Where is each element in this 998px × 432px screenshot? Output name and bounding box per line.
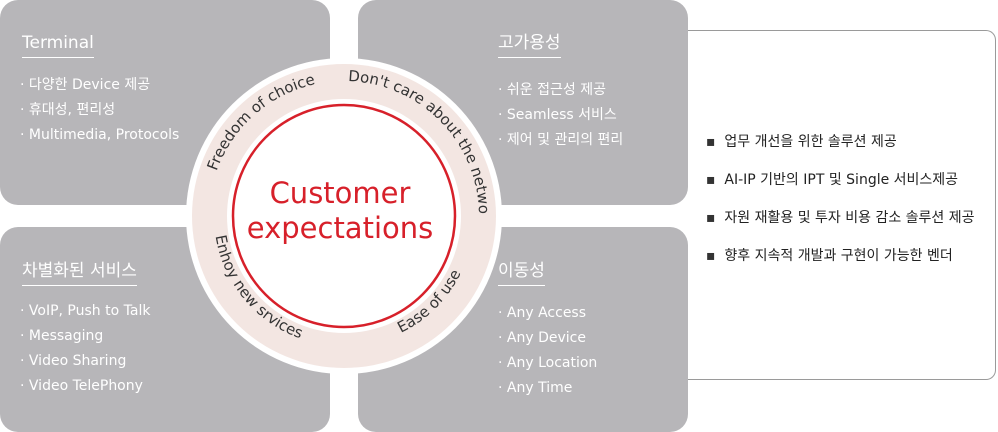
quadrant-differentiated-services: 차별화된 서비스 VoIP, Push to Talk Messaging Vi…	[0, 227, 330, 432]
quadrant-list: 쉬운 접근성 제공 Seamless 서비스 제어 및 관리의 편리	[498, 78, 623, 153]
list-item: 쉬운 접근성 제공	[498, 78, 623, 103]
list-item: Any Device	[498, 326, 597, 351]
quadrant-availability: 고가용성 쉬운 접근성 제공 Seamless 서비스 제어 및 관리의 편리	[358, 0, 688, 205]
list-item: 제어 및 관리의 편리	[498, 128, 623, 153]
center-title-line2: expectations	[247, 211, 434, 245]
quadrant-title-text: 이동성	[498, 261, 545, 281]
list-item: 자원 재활용 및 투자 비용 감소 솔루션 제공	[706, 199, 974, 237]
list-item: Any Location	[498, 351, 597, 376]
center-title-line1: Customer	[270, 176, 411, 210]
quadrant-list: 다양한 Device 제공 휴대성, 편리성 Multimedia, Proto…	[20, 73, 179, 148]
list-item: 다양한 Device 제공	[20, 73, 179, 98]
quadrant-title: 이동성	[498, 263, 545, 286]
list-item: VoIP, Push to Talk	[20, 299, 151, 324]
quadrant-title: 고가용성	[498, 35, 561, 58]
quadrant-title: 차별화된 서비스	[22, 263, 137, 286]
title-underline	[22, 285, 137, 286]
list-item: Messaging	[20, 324, 150, 349]
quadrant-list: VoIP, Push to Talk Messaging Video Shari…	[20, 299, 151, 399]
list-item: Video TelePhony	[20, 374, 150, 399]
list-item: Video Sharing	[20, 349, 150, 374]
inner-circle	[227, 99, 461, 333]
title-underline	[498, 57, 561, 58]
benefits-list: 업무 개선을 위한 솔루션 제공 AI-IP 기반의 IPT 및 Single …	[706, 123, 975, 275]
quadrant-title: Terminal	[22, 35, 94, 58]
list-item: 향후 지속적 개발과 구현이 가능한 벤더	[706, 237, 975, 275]
quadrant-title-text: 차별화된 서비스	[22, 261, 137, 281]
quadrant-title-text: Terminal	[22, 33, 94, 53]
list-item: Any Time	[498, 376, 597, 401]
benefits-panel: 업무 개선을 위한 솔루션 제공 AI-IP 기반의 IPT 및 Single …	[688, 30, 996, 380]
list-item: 휴대성, 편리성	[20, 98, 179, 123]
quadrant-title-text: 고가용성	[498, 33, 561, 53]
title-underline	[498, 285, 545, 286]
title-underline	[22, 57, 94, 58]
list-item: Seamless 서비스	[498, 103, 623, 128]
list-item: AI-IP 기반의 IPT 및 Single 서비스제공	[706, 161, 975, 199]
inner-red-ring	[231, 103, 457, 329]
list-item: 업무 개선을 위한 솔루션 제공	[706, 123, 975, 161]
list-item: Any Access	[498, 301, 597, 326]
list-item: Multimedia, Protocols	[20, 123, 179, 148]
quadrant-list: Any Access Any Device Any Location Any T…	[498, 301, 597, 401]
